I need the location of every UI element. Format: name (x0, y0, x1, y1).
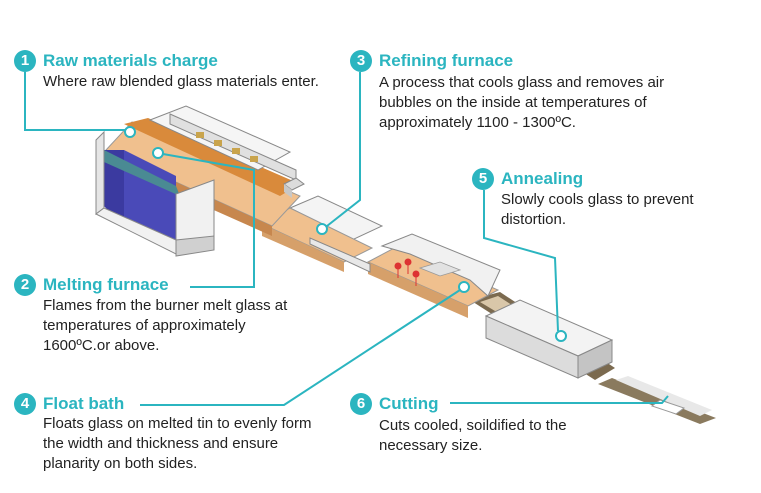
step-title: Raw materials charge (43, 51, 218, 70)
cut-glass-strip (598, 376, 716, 424)
refining-marker (316, 223, 328, 235)
step-description: Floats glass on melted tin to evenly for… (43, 415, 312, 472)
leader-line-4 (140, 289, 461, 406)
step-description: Cuts cooled, soildified to the necessary… (379, 417, 567, 454)
float-bath-marker (458, 281, 470, 293)
step-number-badge: 4 (14, 393, 36, 415)
step-number-badge: 2 (14, 274, 36, 296)
leader-line-1 (24, 72, 125, 131)
melting-furnace (95, 105, 305, 257)
step-title: Annealing (501, 169, 584, 188)
step-description: Where raw blended glass materials enter. (43, 73, 319, 90)
leader-line-6 (450, 395, 669, 404)
annealing-marker (555, 330, 567, 342)
step-number-badge: 5 (472, 168, 494, 190)
step-number-badge: 6 (350, 393, 372, 415)
leader-line-3 (326, 72, 361, 227)
annealing-lehr (484, 299, 614, 379)
step-description: A process that cools glass and removes a… (379, 74, 665, 131)
step-description: Slowly cools glass to prevent distortion… (501, 191, 694, 228)
step-title: Melting furnace (43, 275, 169, 294)
float-bath (366, 233, 501, 318)
step-description: Flames from the burner melt glass at tem… (43, 297, 288, 354)
step-number-badge: 3 (350, 50, 372, 72)
leader-line-2 (162, 153, 255, 288)
step-title: Refining furnace (379, 51, 514, 70)
melting-marker (152, 147, 164, 159)
step-number-badge: 1 (14, 50, 36, 72)
burner-ports (196, 132, 258, 162)
step-title: Cutting (379, 394, 439, 413)
burner-flame-icons (394, 258, 420, 286)
charge-marker (124, 126, 136, 138)
step-title: Float bath (43, 394, 125, 413)
leader-line-5 (483, 190, 559, 332)
leader-lines (24, 72, 669, 406)
